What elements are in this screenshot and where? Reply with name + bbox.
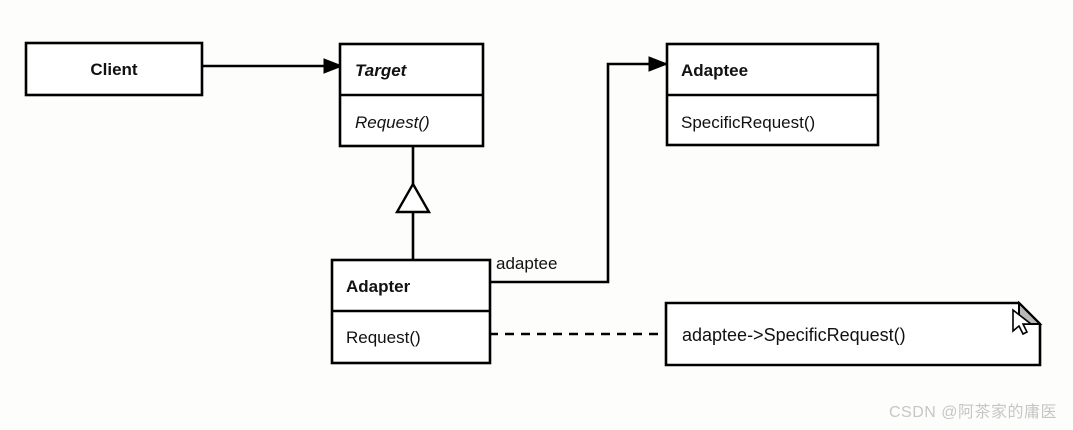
- class-box-target[interactable]: Target Request(): [338, 42, 485, 148]
- class-box-adapter[interactable]: Adapter Request(): [330, 258, 492, 365]
- csdn-watermark: CSDN @阿茶家的庸医: [888, 404, 1057, 421]
- client-target-arrowhead: [323, 58, 344, 74]
- adaptee-class-name: Adaptee: [681, 61, 748, 80]
- adapter-operation-request: Request(): [346, 328, 421, 347]
- relation-client-target: [202, 58, 344, 74]
- adapter-adaptee-path: [489, 62, 667, 284]
- note-text-content: adaptee->SpecificRequest(): [682, 325, 906, 345]
- target-class-name: Target: [355, 61, 408, 80]
- relation-adapter-target: [394, 146, 432, 261]
- relation-adapter-adaptee: [489, 56, 669, 284]
- generalization-hollow-triangle: [394, 181, 432, 214]
- cursor-pointer-icon: [1012, 308, 1034, 336]
- client-box-frame: [24, 41, 204, 97]
- note-box[interactable]: adaptee->SpecificRequest(): [664, 300, 1043, 367]
- target-operation-request: Request(): [355, 113, 430, 132]
- note-box-frame: [664, 301, 1042, 367]
- association-role-label-adaptee: adaptee: [496, 254, 557, 273]
- client-class-name: Client: [90, 60, 138, 79]
- class-box-adaptee[interactable]: Adaptee SpecificRequest(): [665, 42, 880, 147]
- class-box-client[interactable]: Client: [24, 41, 204, 97]
- adapter-adaptee-arrowhead: [648, 56, 669, 72]
- adapter-class-name: Adapter: [346, 277, 411, 296]
- adaptee-operation-specificrequest: SpecificRequest(): [681, 113, 815, 132]
